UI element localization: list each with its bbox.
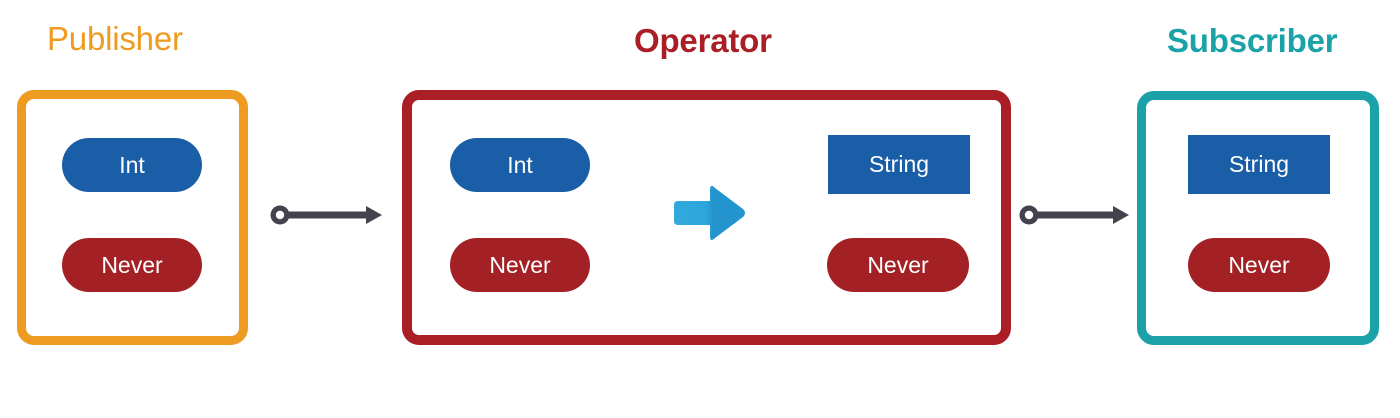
connector-operator-to-subscriber	[1017, 203, 1129, 227]
subscription-arrow-icon	[270, 205, 382, 225]
subscriber-input-type-chip: String	[1188, 135, 1330, 194]
operator-output-failure-type-chip: Never	[827, 238, 969, 292]
subscriber-title: Subscriber	[1167, 22, 1338, 59]
operator-transform-arrow	[674, 183, 746, 243]
subscriber-failure-type-chip: Never	[1188, 238, 1330, 292]
publisher-output-type-chip: Int	[62, 138, 202, 192]
subscriber-box	[1137, 91, 1379, 345]
operator-title: Operator	[634, 22, 772, 59]
operator-input-output-type-chip: Int	[450, 138, 590, 192]
subscription-arrow-icon	[1019, 205, 1129, 225]
publisher-title: Publisher	[47, 20, 183, 57]
publisher-box	[17, 90, 248, 345]
operator-input-failure-type-chip: Never	[450, 238, 590, 292]
publisher-failure-type-chip: Never	[62, 238, 202, 292]
transform-arrow-icon	[674, 185, 745, 241]
connector-publisher-to-operator	[268, 203, 382, 227]
operator-output-type-chip: String	[828, 135, 970, 194]
